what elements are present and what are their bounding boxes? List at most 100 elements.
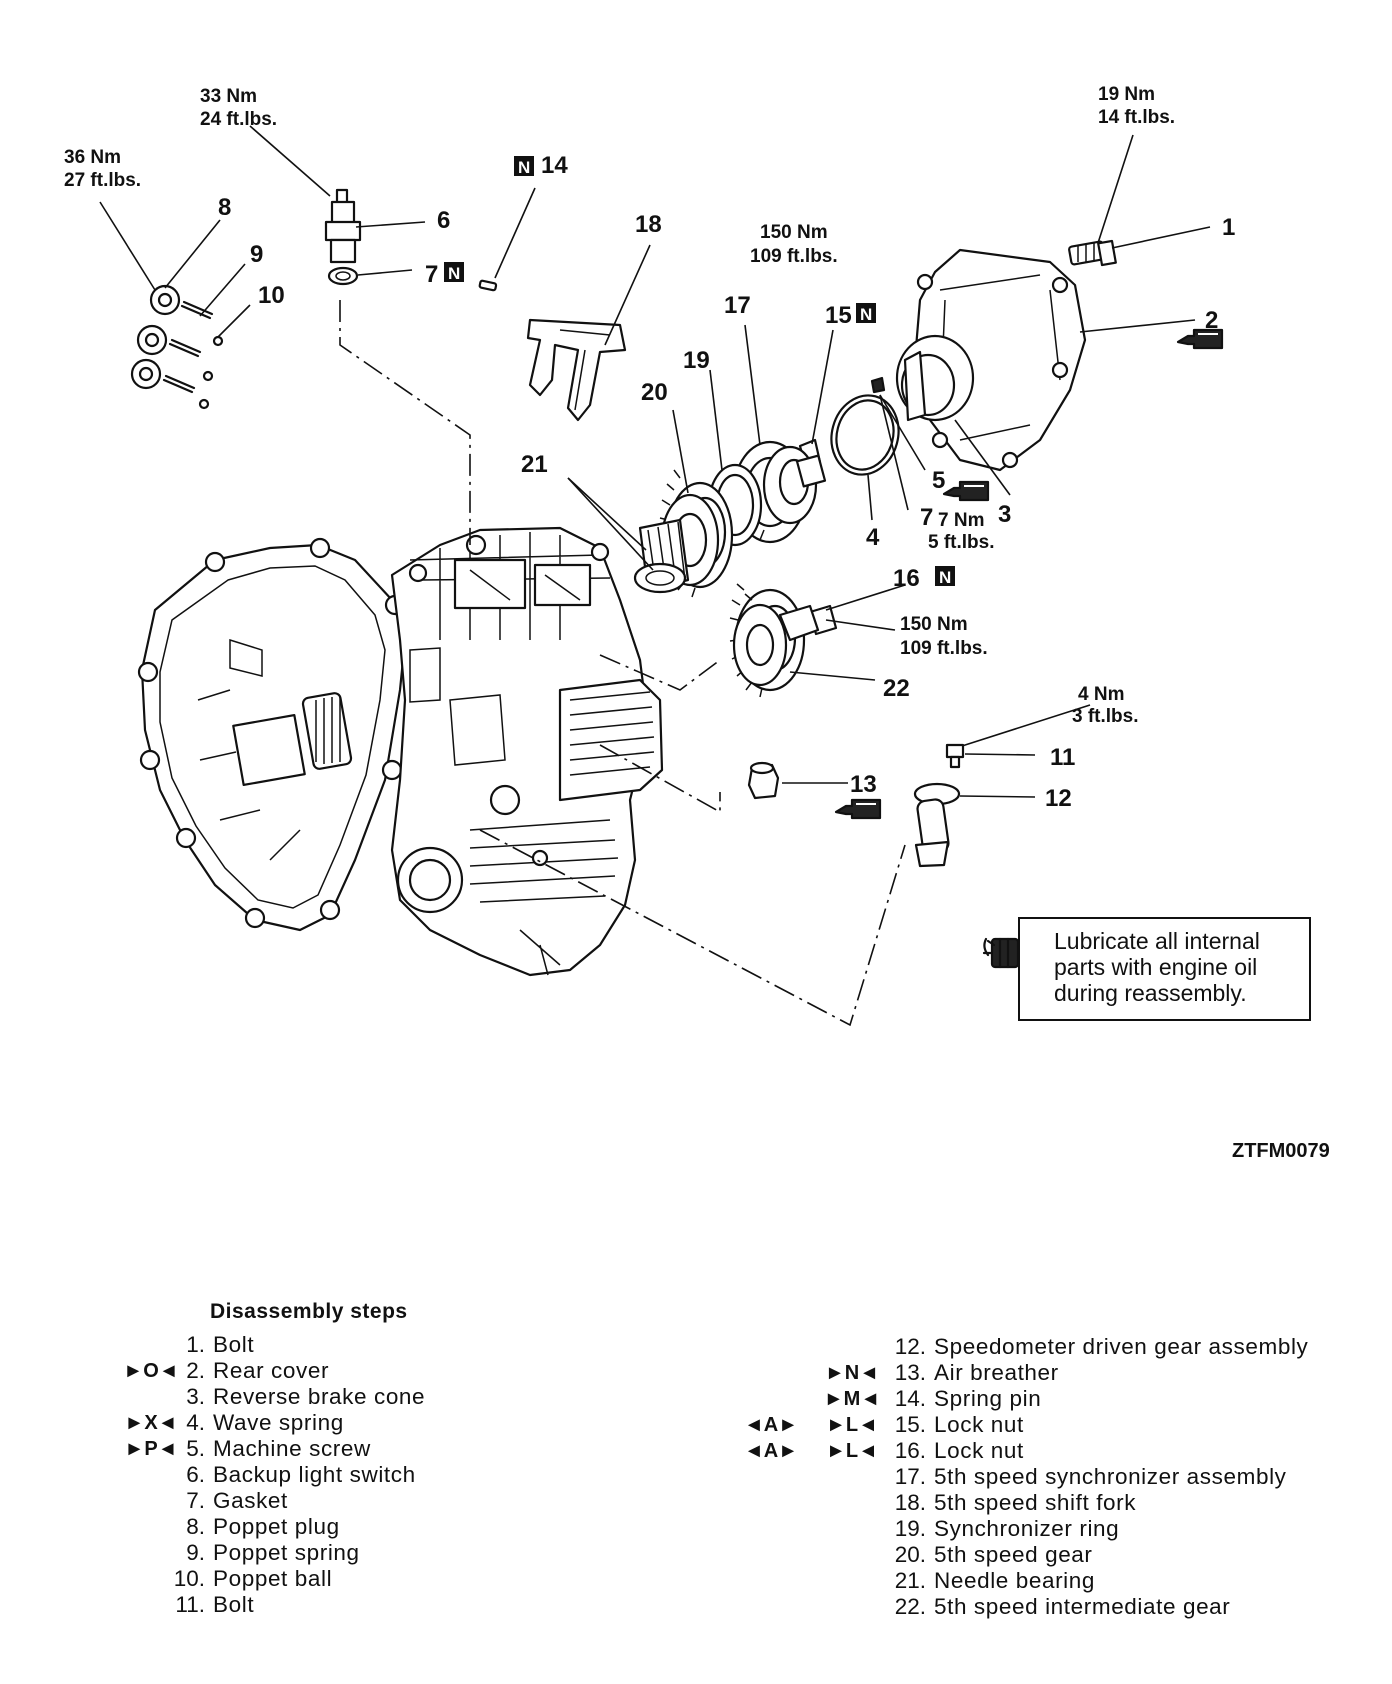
step-item: ►M◄14.Spring pin xyxy=(700,1386,1392,1412)
step-number: 11. xyxy=(175,1592,205,1617)
oil-can-icon xyxy=(982,937,1020,969)
step-number: 4. xyxy=(186,1410,205,1435)
step-number: 17. xyxy=(894,1464,926,1489)
callout-3: 3 xyxy=(998,501,1011,528)
callout-1: 1 xyxy=(1222,214,1235,241)
torque-8-nm: 36 Nm xyxy=(64,147,121,168)
callout-22: 22 xyxy=(883,675,910,702)
step-item: 1.Bolt xyxy=(0,1332,620,1358)
step-number: 21. xyxy=(894,1568,926,1593)
step-number: 3. xyxy=(186,1384,205,1409)
air-breather-part-13 xyxy=(747,761,780,800)
torque-16-nm: 150 Nm xyxy=(900,614,968,635)
callout-8: 8 xyxy=(218,194,231,221)
step-number: 2. xyxy=(186,1358,205,1383)
svg-text:N: N xyxy=(448,264,460,283)
wave-spring-part-4 xyxy=(830,394,900,476)
bolt-part-11 xyxy=(945,743,965,769)
torque-11-nm: 4 Nm xyxy=(1078,684,1124,705)
torque-8-ft: 27 ft.lbs. xyxy=(64,170,141,191)
removal-service-mark: ◄A► xyxy=(743,1414,799,1436)
callout-4: 4 xyxy=(866,524,880,551)
step-label: Lock nut xyxy=(934,1438,1024,1463)
assembly-paths xyxy=(339,300,906,1027)
step-number: 19. xyxy=(894,1516,926,1541)
transmission-case xyxy=(137,526,664,977)
step-label: Wave spring xyxy=(213,1410,344,1435)
svg-text:N: N xyxy=(518,158,530,177)
n-box-marker: N xyxy=(856,303,876,324)
shift-fork-part-18 xyxy=(526,318,627,422)
step-number: 22. xyxy=(894,1594,926,1619)
step-label: Air breather xyxy=(934,1360,1059,1385)
spring-pin-part-14 xyxy=(478,279,498,292)
step-label: Spring pin xyxy=(934,1386,1042,1411)
installation-service-mark: ►N◄ xyxy=(824,1362,880,1384)
step-label: Bolt xyxy=(213,1332,255,1357)
torque-16-ft: 109 ft.lbs. xyxy=(900,638,988,659)
note-line-3: during reassembly. xyxy=(1054,980,1247,1006)
machine-screw-part-5 xyxy=(870,376,886,394)
step-label: Reverse brake cone xyxy=(213,1384,426,1409)
steps-title: Disassembly steps xyxy=(210,1300,408,1323)
callout-12: 12 xyxy=(1045,785,1072,812)
callouts: 1 2 3 4 5 6 7 7 8 9 10 11 12 13 14 15 16… xyxy=(218,152,1235,812)
new-part-markers: N N N N xyxy=(444,156,955,587)
callout-7b: 7 xyxy=(920,504,933,531)
speedometer-driven-gear-part-12 xyxy=(913,782,961,868)
step-number: 9. xyxy=(186,1540,205,1565)
step-number: 7. xyxy=(186,1488,205,1513)
step-label: Speedometer driven gear assembly xyxy=(934,1334,1309,1359)
torque-6-ft: 24 ft.lbs. xyxy=(200,109,277,130)
torque-5-nm: 7 Nm xyxy=(938,510,984,531)
step-item: 11.Bolt xyxy=(0,1592,620,1618)
torque-1-ft: 14 ft.lbs. xyxy=(1098,107,1175,128)
step-item: 9. Poppet spring xyxy=(0,1540,620,1566)
step-number: 16. xyxy=(894,1438,926,1463)
step-item: ◄A►►L◄16.Lock nut xyxy=(700,1438,1392,1464)
step-label: 5th speed intermediate gear xyxy=(934,1594,1231,1619)
step-label: 5th speed shift fork xyxy=(934,1490,1137,1515)
step-number: 6. xyxy=(186,1462,205,1487)
torque-specs: 19 Nm 14 ft.lbs. 33 Nm 24 ft.lbs. 36 Nm … xyxy=(64,84,1175,727)
bolt-part-1 xyxy=(1068,239,1117,267)
step-item: 8. Poppet plug xyxy=(0,1514,620,1540)
callout-18: 18 xyxy=(635,211,662,238)
step-item: ◄A►►L◄15.Lock nut xyxy=(700,1412,1392,1438)
step-label: Poppet spring xyxy=(213,1540,360,1565)
torque-15-ft: 109 ft.lbs. xyxy=(750,246,838,267)
callout-15: 15 xyxy=(825,302,852,329)
step-item: 18.5th speed shift fork xyxy=(700,1490,1392,1516)
step-label: Needle bearing xyxy=(934,1568,1096,1593)
installation-service-mark: ►L◄ xyxy=(826,1440,878,1462)
step-item: 7.Gasket xyxy=(0,1488,620,1514)
lubrication-note-box xyxy=(1018,917,1311,1021)
torque-15-nm: 150 Nm xyxy=(760,222,828,243)
steps-list-right: 12. Speedometer driven gear assembly►N◄13… xyxy=(700,1334,1392,1620)
callout-16: 16 xyxy=(893,565,920,592)
torque-6-nm: 33 Nm xyxy=(200,86,257,107)
torque-1-nm: 19 Nm xyxy=(1098,84,1155,105)
lubricant-marker-icons xyxy=(834,328,1224,820)
step-item: ►O◄2.Rear cover xyxy=(0,1358,620,1384)
step-item: 19.Synchronizer ring xyxy=(700,1516,1392,1542)
step-label: Lock nut xyxy=(934,1412,1024,1437)
svg-text:N: N xyxy=(860,305,872,324)
installation-service-mark: ►O◄ xyxy=(123,1360,179,1382)
step-label: Machine screw xyxy=(213,1436,371,1461)
callout-9: 9 xyxy=(250,241,263,268)
step-item: 10.Poppet ball xyxy=(0,1566,620,1592)
callout-13: 13 xyxy=(850,771,877,798)
callout-14: 14 xyxy=(541,152,568,179)
step-number: 8. xyxy=(186,1514,205,1539)
note-line-2: parts with engine oil xyxy=(1054,954,1258,980)
installation-service-mark: ►P◄ xyxy=(124,1438,178,1460)
svg-text:N: N xyxy=(939,568,951,587)
torque-5-ft: 5 ft.lbs. xyxy=(928,532,995,553)
callout-19: 19 xyxy=(683,347,710,374)
step-item: ►N◄13.Air breather xyxy=(700,1360,1392,1386)
step-label: Poppet plug xyxy=(213,1514,340,1539)
callout-20: 20 xyxy=(641,379,668,406)
installation-service-mark: ►L◄ xyxy=(826,1414,878,1436)
step-number: 12. xyxy=(894,1334,926,1359)
